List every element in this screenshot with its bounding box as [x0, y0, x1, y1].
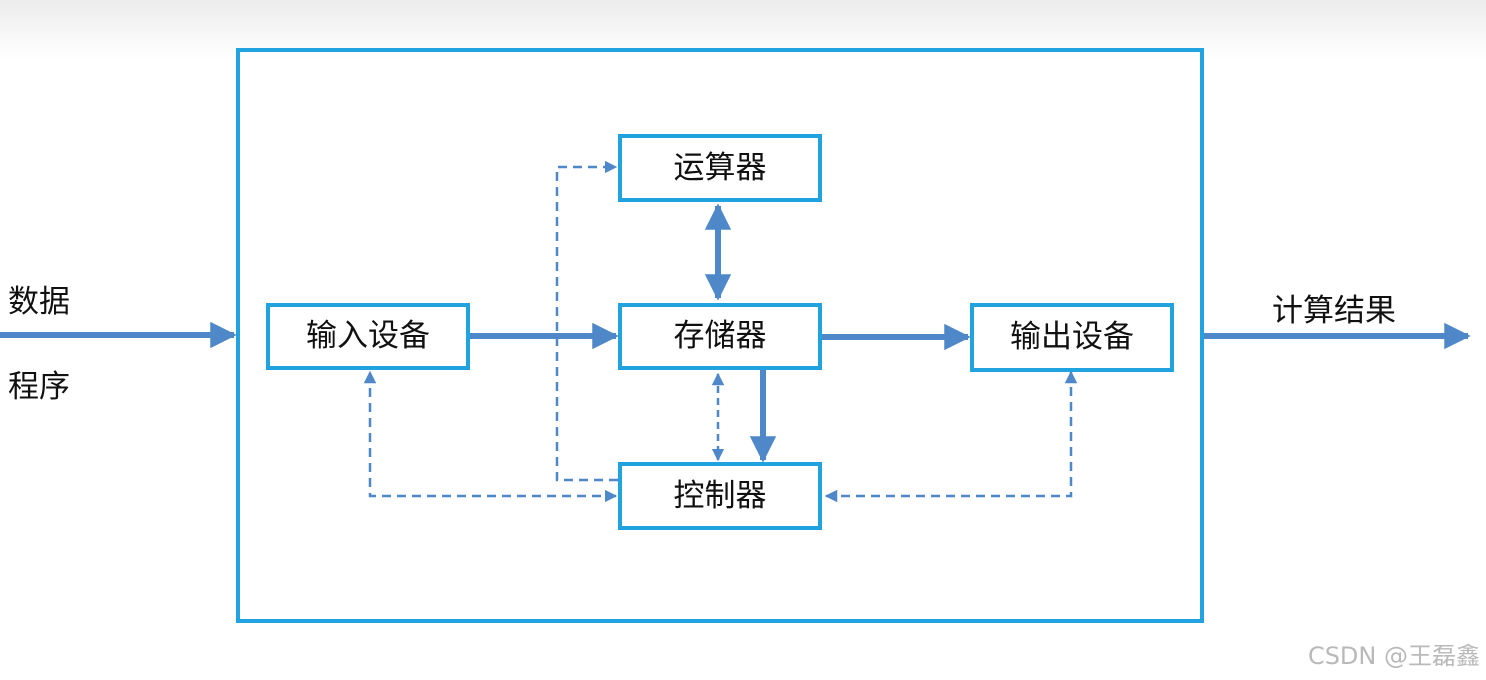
alu-label: 运算器 [674, 150, 767, 186]
input-device-label: 输入设备 [306, 318, 430, 354]
alu-box: 运算器 [618, 134, 822, 202]
csdn-watermark: CSDN @王磊鑫 [1308, 642, 1480, 670]
controller-to-output-control-line [824, 370, 1078, 503]
controller-label: 控制器 [674, 478, 767, 514]
memory-box: 存储器 [618, 303, 822, 370]
controller-to-input-control-line [363, 370, 618, 503]
controller-box: 控制器 [618, 462, 822, 530]
input-device-box: 输入设备 [266, 303, 470, 370]
output-device-label: 输出设备 [1010, 319, 1134, 355]
data-input-label: 数据 [8, 284, 70, 320]
controller-to-alu-control-line [555, 160, 618, 482]
output-device-box: 输出设备 [970, 303, 1174, 372]
computer-frame [236, 48, 1204, 623]
result-output-label: 计算结果 [1272, 293, 1396, 329]
memory-label: 存储器 [674, 318, 767, 354]
program-input-label: 程序 [8, 369, 70, 405]
